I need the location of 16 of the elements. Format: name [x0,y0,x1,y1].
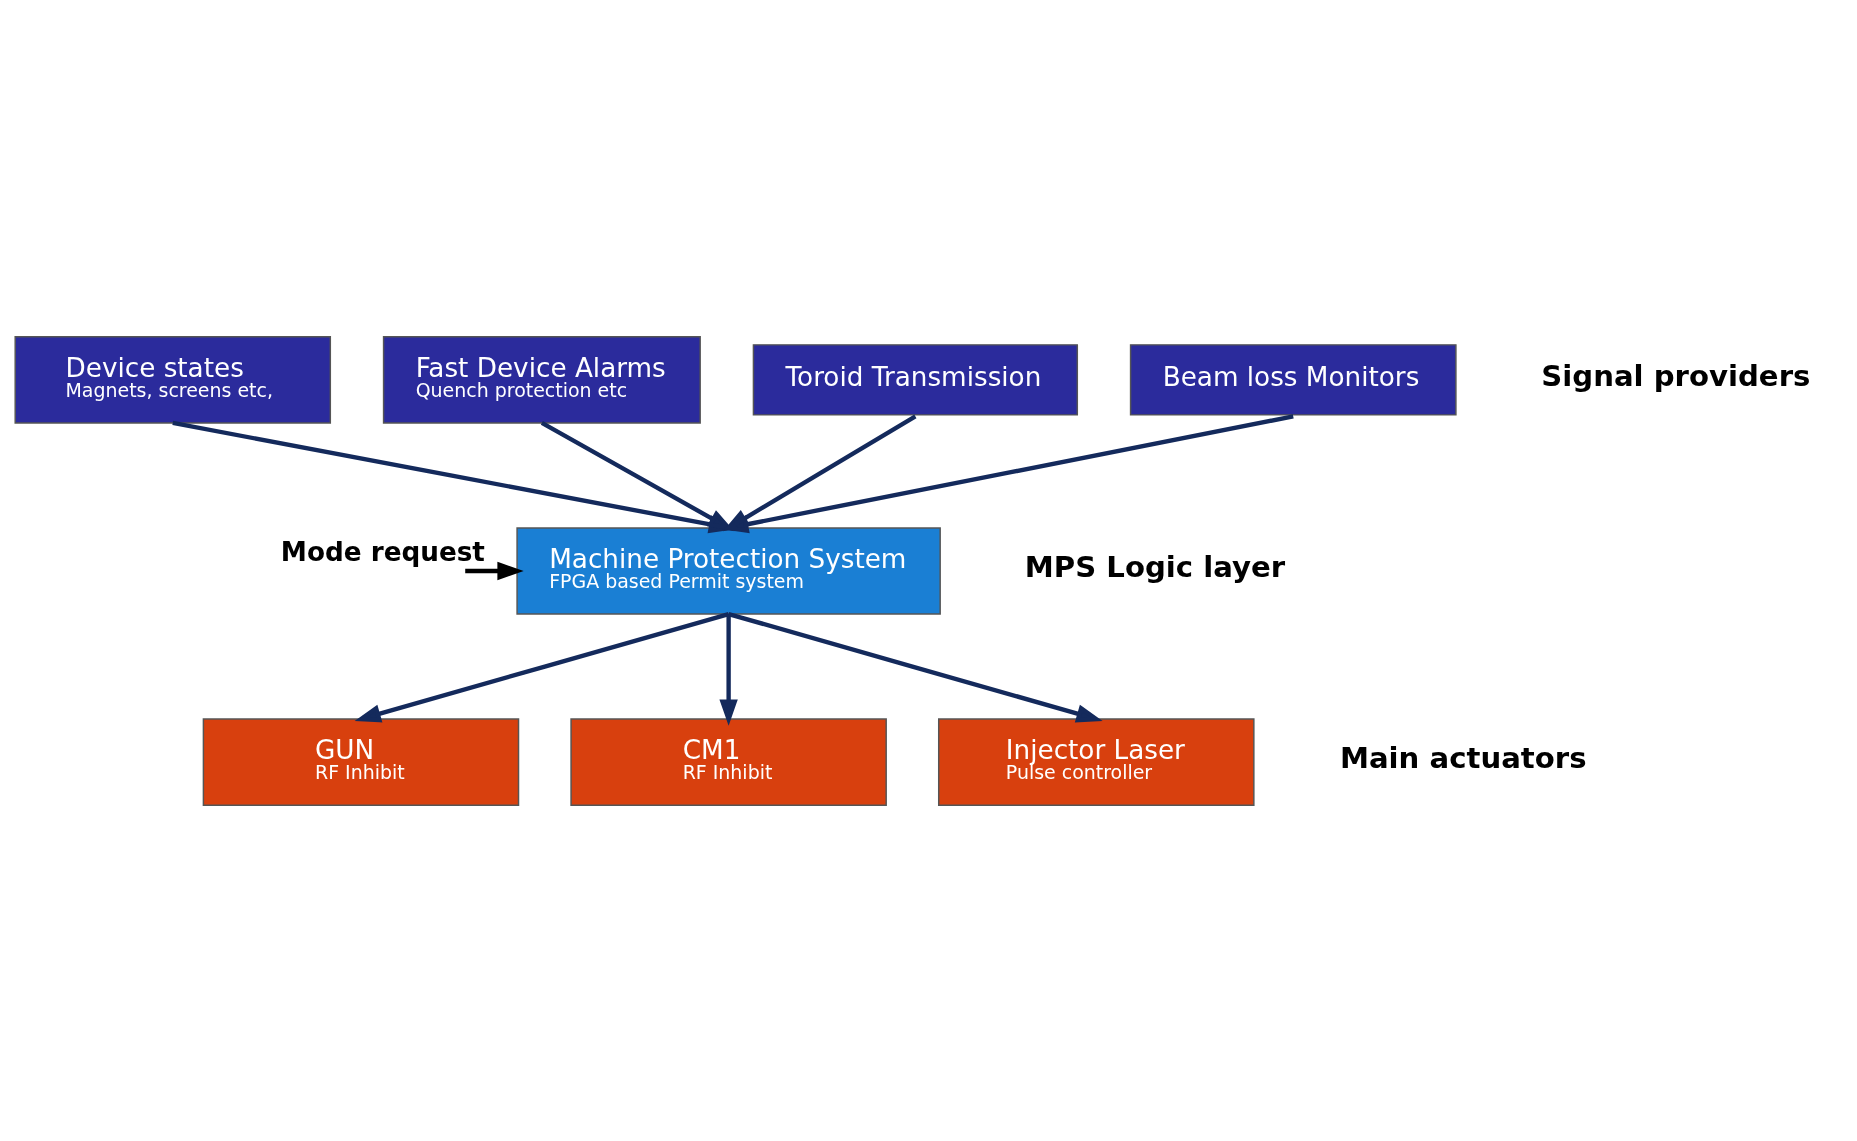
arrow [465,561,524,580]
label: Signal providers [1541,358,1811,393]
node-box: Toroid Transmission [752,343,1079,416]
arrow [719,613,738,726]
node-box: CM1 RF Inhibit [570,717,887,806]
label: MPS Logic layer [1024,549,1286,584]
node-box: Injector Laser Pulse controller [938,717,1255,806]
node-box: Fast Device Alarms Quench protection etc [382,335,701,424]
node-box: Device states Magnets, screens etc, [14,335,332,424]
label: Main actuators [1339,740,1587,775]
arrow [354,611,730,723]
node-box: GUN RF Inhibit [202,717,520,806]
arrow [728,611,1103,723]
node-box: Machine Protection System FPGA based Permit system [516,526,941,615]
edge-label: Mode request [280,536,485,567]
node-box: Beam loss Monitors [1129,343,1457,416]
